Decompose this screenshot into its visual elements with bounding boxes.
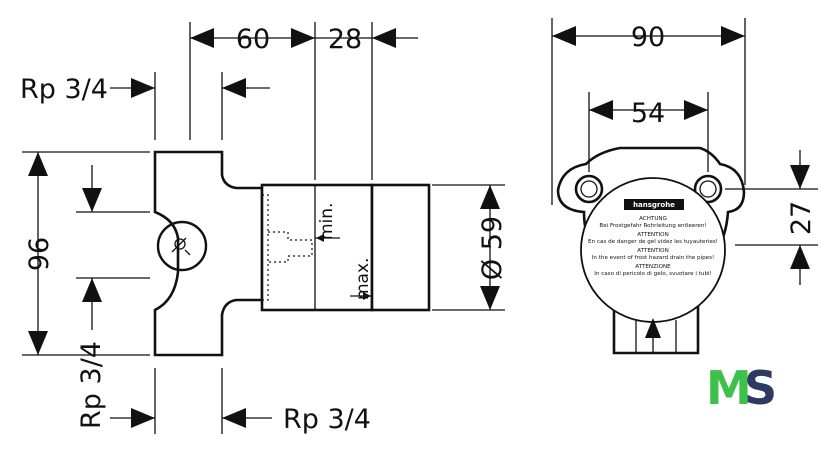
side-dimensions — [22, 22, 505, 434]
label-min: min. — [317, 203, 337, 240]
ms-logo: M S — [706, 361, 777, 415]
dim-96: 96 — [24, 237, 55, 271]
logo-letter-s: S — [744, 361, 777, 415]
svg-text:En cas de danger de gel videz: En cas de danger de gel videz les tuyaut… — [588, 239, 718, 245]
svg-text:In caso di pericolo di gelo, s: In caso di pericolo di gelo, svuotare i … — [594, 271, 712, 277]
mount-hole-right — [693, 174, 723, 204]
warning-label: ACHTUNG Bei Frostgefahr Rohrleitung entl… — [588, 216, 718, 277]
front-dimensions — [551, 18, 818, 285]
svg-text:ATTENZIONE: ATTENZIONE — [635, 264, 671, 270]
label-max: max. — [353, 258, 373, 300]
dim-rp-bottom: Rp 3/4 — [283, 404, 371, 435]
brand-bar — [624, 199, 684, 210]
svg-text:ATTENTION: ATTENTION — [637, 232, 669, 238]
mount-hole-left — [574, 174, 604, 204]
knob-center — [174, 238, 186, 250]
spindle-dashed-2 — [268, 231, 313, 263]
valve-knob — [156, 220, 208, 272]
brand-name: hansgrohe — [633, 201, 675, 209]
logo-letter-m: M — [706, 361, 752, 415]
svg-text:Bei Frostgefahr Rohrleitung en: Bei Frostgefahr Rohrleitung entleeren! — [599, 223, 706, 229]
dim-rp-top: Rp 3/4 — [20, 74, 108, 105]
dim-90: 90 — [631, 22, 665, 53]
svg-text:ACHTUNG: ACHTUNG — [639, 216, 667, 222]
outlet-body — [260, 183, 374, 312]
dim-rp-left: Rp 3/4 — [76, 341, 107, 429]
dim-27: 27 — [786, 201, 817, 235]
dim-28: 28 — [328, 24, 362, 55]
dim-54: 54 — [631, 98, 665, 129]
dim-diameter-59: Ø 59 — [477, 216, 508, 280]
svg-text:ATTENTION: ATTENTION — [637, 248, 669, 254]
front-view — [556, 146, 746, 355]
dim-60: 60 — [236, 24, 270, 55]
valve-body-outline — [153, 150, 264, 357]
side-view — [153, 150, 431, 357]
outlet-sleeve — [370, 183, 431, 312]
svg-text:In the event of frost hazard d: In the event of frost hazard drain the p… — [592, 255, 715, 261]
